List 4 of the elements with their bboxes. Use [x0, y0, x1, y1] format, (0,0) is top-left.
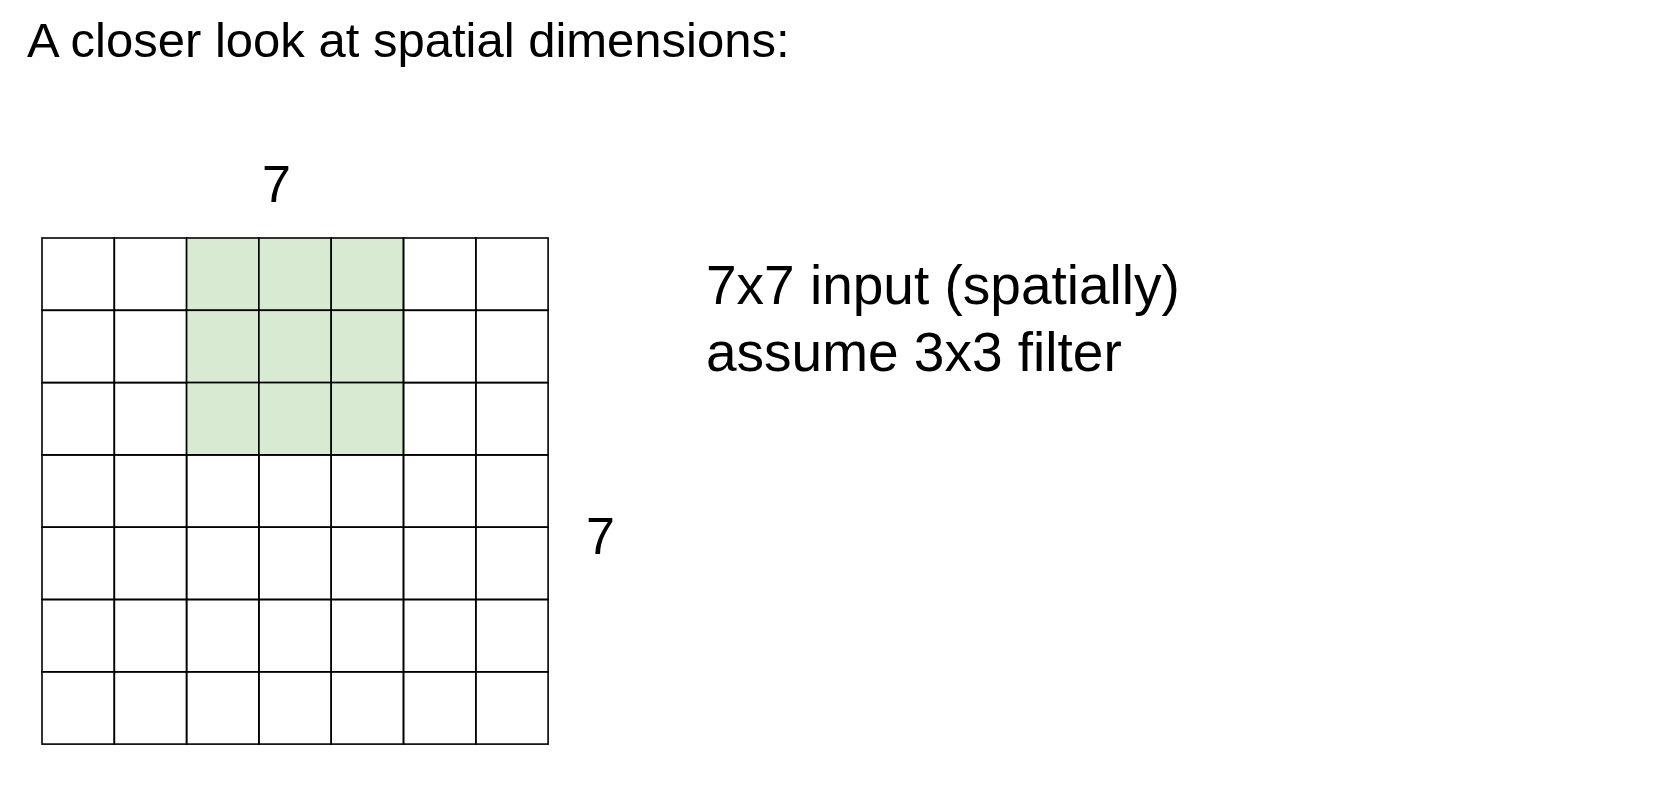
description-text: assume 3x3 filter — [706, 325, 1122, 380]
dimension-label: 7 — [262, 158, 291, 210]
dimension-label: 7 — [586, 510, 615, 562]
title: A closer look at spatial dimensions: — [27, 16, 790, 65]
